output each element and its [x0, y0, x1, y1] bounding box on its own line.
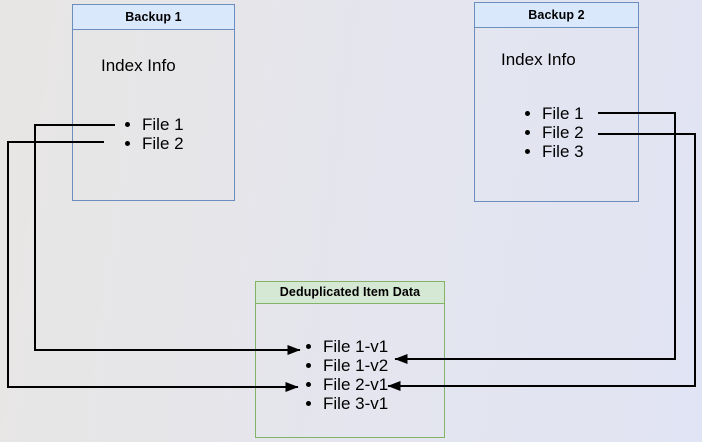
deduplicated-item-data-box: Deduplicated Item Data File 1-v1 File 1-… — [255, 281, 445, 438]
backup1-file-list: File 1 File 2 — [125, 115, 184, 153]
backup2-box: Backup 2 Index Info File 1 File 2 File 3 — [474, 2, 639, 202]
list-item: File 1 — [142, 115, 184, 134]
backup1-index-info-label: Index Info — [101, 56, 176, 75]
list-item: File 2 — [542, 123, 584, 142]
list-item: File 1-v2 — [323, 356, 388, 375]
list-item: File 1 — [542, 104, 584, 123]
backup1-title: Backup 1 — [73, 5, 234, 30]
dedup-file-list: File 1-v1 File 1-v2 File 2-v1 File 3-v1 — [306, 337, 388, 413]
dedup-title: Deduplicated Item Data — [256, 282, 444, 304]
backup1-box: Backup 1 Index Info File 1 File 2 — [72, 4, 235, 201]
backup2-index-info-label: Index Info — [501, 50, 576, 69]
list-item: File 1-v1 — [323, 337, 388, 356]
list-item: File 2-v1 — [323, 375, 388, 394]
backup2-title: Backup 2 — [475, 3, 638, 28]
list-item: File 2 — [142, 134, 184, 153]
list-item: File 3-v1 — [323, 394, 388, 413]
list-item: File 3 — [542, 142, 584, 161]
backup2-file-list: File 1 File 2 File 3 — [525, 104, 584, 161]
